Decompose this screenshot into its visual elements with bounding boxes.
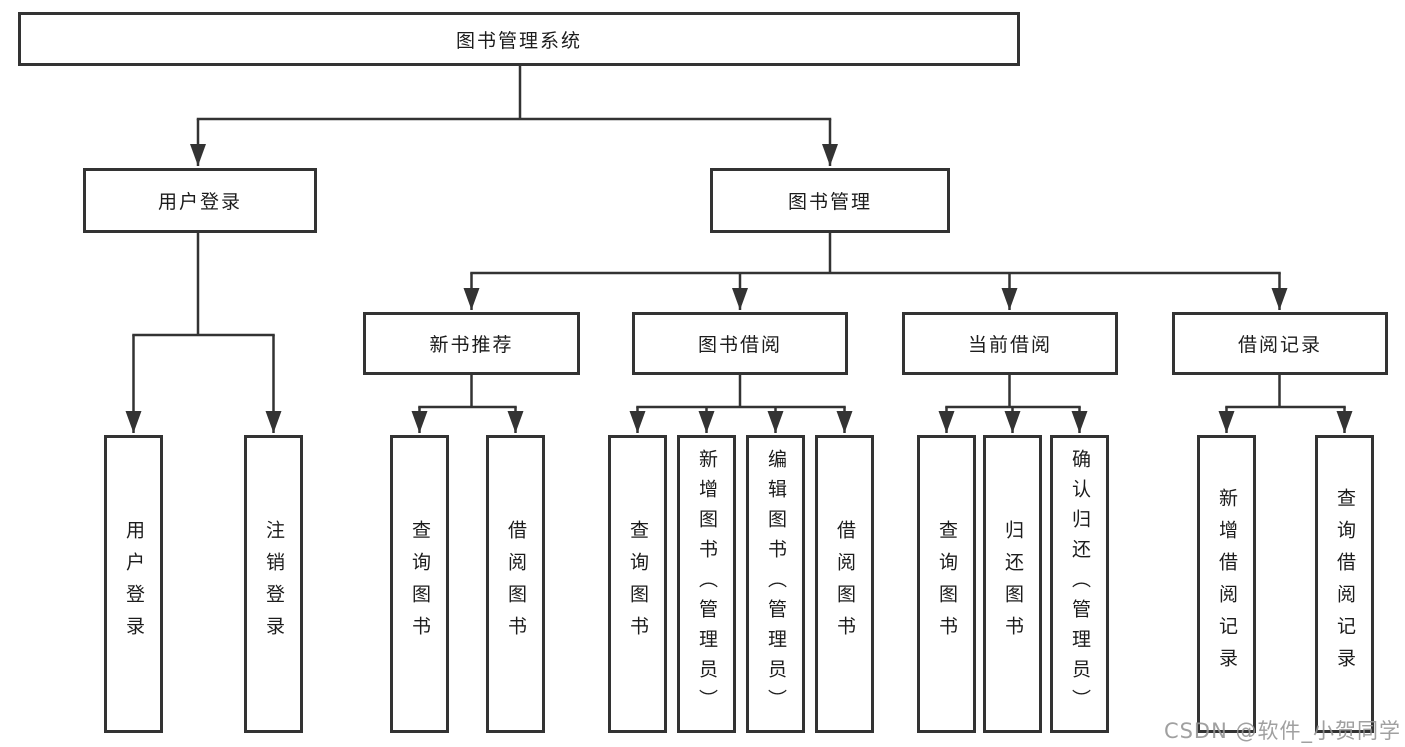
leaf-add-borrow-record: 新增借阅记录 xyxy=(1197,435,1256,733)
leaf-user-login: 用户登录 xyxy=(104,435,163,733)
node-current-borrowing: 当前借阅 xyxy=(902,312,1118,375)
leaf-confirm-return-admin: 确认归还（管理员） xyxy=(1050,435,1109,733)
leaf-label: 借阅图书 xyxy=(833,520,856,648)
node-new-book-recommendation: 新书推荐 xyxy=(363,312,580,375)
node-user-login: 用户登录 xyxy=(83,168,317,233)
leaf-return-books: 归还图书 xyxy=(983,435,1042,733)
watermark: CSDN @软件_小贺同学 xyxy=(1163,719,1401,743)
leaf-label: 查询图书 xyxy=(935,520,958,648)
leaf-label: 新增图书（管理员） xyxy=(695,449,718,719)
leaf-label: 编辑图书（管理员） xyxy=(764,449,787,719)
leaf-label: 注销登录 xyxy=(262,520,285,648)
leaf-label: 查询图书 xyxy=(408,520,431,648)
leaf-query-books-recommend: 查询图书 xyxy=(390,435,449,733)
leaf-label: 用户登录 xyxy=(122,520,145,648)
node-borrowing-records: 借阅记录 xyxy=(1172,312,1388,375)
node-book-management: 图书管理 xyxy=(710,168,950,233)
node-book-borrowing: 图书借阅 xyxy=(632,312,848,375)
leaf-label: 借阅图书 xyxy=(504,520,527,648)
leaf-query-borrow-record: 查询借阅记录 xyxy=(1315,435,1374,733)
leaf-borrow-books-borrowing: 借阅图书 xyxy=(815,435,874,733)
leaf-borrow-books-recommend: 借阅图书 xyxy=(486,435,545,733)
leaf-label: 查询图书 xyxy=(626,520,649,648)
leaf-edit-books-admin: 编辑图书（管理员） xyxy=(746,435,805,733)
leaf-logout-login: 注销登录 xyxy=(244,435,303,733)
leaf-label: 归还图书 xyxy=(1001,520,1024,648)
leaf-label: 新增借阅记录 xyxy=(1215,488,1238,680)
leaf-label: 查询借阅记录 xyxy=(1333,488,1356,680)
leaf-label: 确认归还（管理员） xyxy=(1068,449,1091,719)
node-library-system: 图书管理系统 xyxy=(18,12,1020,66)
leaf-add-books-admin: 新增图书（管理员） xyxy=(677,435,736,733)
leaf-query-books-current: 查询图书 xyxy=(917,435,976,733)
leaf-query-books-borrowing: 查询图书 xyxy=(608,435,667,733)
